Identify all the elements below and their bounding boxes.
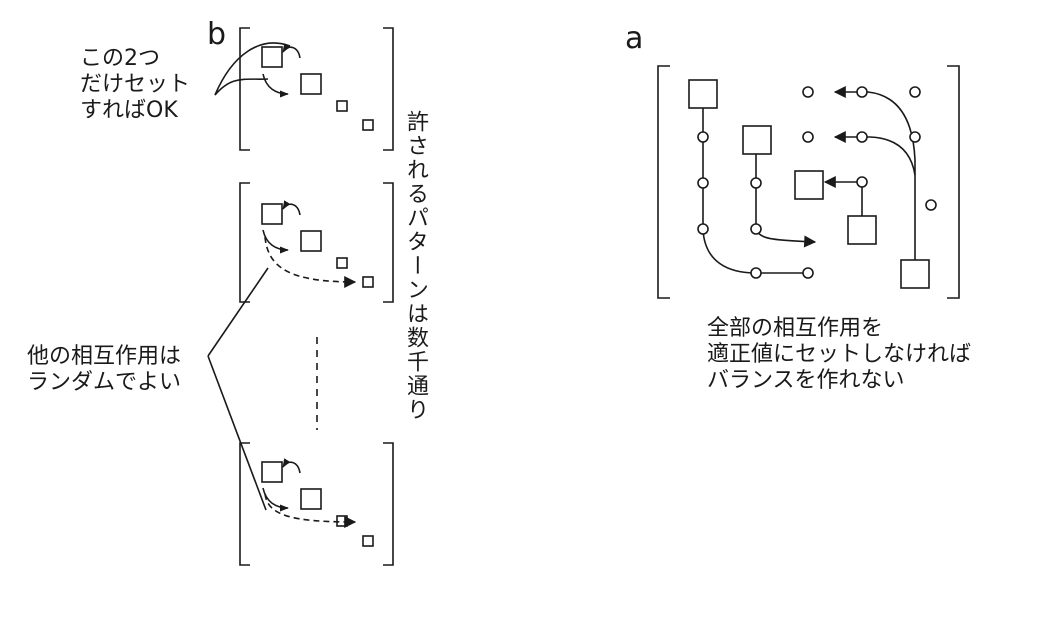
bracket-right — [383, 182, 394, 303]
circle — [925, 199, 937, 211]
circle — [750, 177, 762, 189]
circle — [856, 86, 868, 98]
random-note-line-2: ランダムでよい — [27, 370, 182, 395]
set-two-note-line-1: この2つ — [80, 46, 160, 71]
random-note-line-1: 他の相互作用は — [27, 344, 182, 369]
panel-a-caption-line-1: 全部の相互作用を — [707, 316, 884, 341]
diagonal-square-3 — [336, 100, 348, 112]
diagonal-square-3 — [336, 257, 348, 269]
diagonal-square-1 — [261, 461, 283, 483]
matrix-b-1 — [239, 27, 394, 151]
bracket-left — [239, 182, 250, 303]
panel-a-caption-line-3: バランスを作れない — [707, 368, 905, 393]
allowed-patterns-vertical-label: 許されるパターンは数千通り — [403, 110, 428, 422]
circle — [750, 267, 762, 279]
leader-line-upper — [214, 42, 291, 96]
circle — [802, 131, 814, 143]
random-leader-lines — [207, 267, 269, 511]
diagonal-square-1 — [261, 203, 283, 225]
diagonal-square-2 — [300, 73, 322, 95]
panel-b-letter: b — [207, 17, 227, 52]
circle — [802, 267, 814, 279]
panel-a-caption-line-2: 適正値にセットしなければ — [707, 342, 972, 367]
interaction-arrow-down — [262, 73, 289, 98]
bracket-right — [383, 442, 394, 566]
diagonal-square-4 — [362, 119, 374, 131]
set-two-leader-lines — [214, 42, 291, 96]
diagonal-square-2 — [300, 230, 322, 252]
diagonal-square-2 — [300, 488, 322, 510]
random-interaction-dashed-arrow — [264, 236, 357, 288]
circle — [697, 131, 709, 143]
circle — [909, 131, 921, 143]
interaction-curve-middle — [833, 131, 916, 176]
bracket-right — [947, 65, 960, 299]
bracket-left — [239, 442, 250, 566]
random-interaction-dashed-arrow — [264, 493, 357, 528]
matrix-b-2 — [239, 182, 394, 303]
set-two-note: この2つ だけセット すればOK — [80, 46, 190, 124]
circle — [802, 86, 814, 98]
bracket-left — [239, 27, 250, 151]
circle — [750, 223, 762, 235]
panel-a-letter: a — [625, 21, 644, 56]
leader-line-to-matrix-2 — [207, 267, 269, 357]
leader-line-lower — [214, 78, 269, 96]
bracket-right — [383, 27, 394, 151]
diagonal-square-1 — [261, 46, 283, 68]
interaction-curve-top — [833, 86, 916, 260]
diagonal-square-3 — [794, 170, 824, 200]
random-note: 他の相互作用は ランダムでよい — [27, 344, 181, 396]
interaction-arrow-down — [262, 229, 289, 254]
bracket-left — [657, 65, 670, 299]
diagonal-square-5 — [900, 259, 930, 289]
panel-a-caption: 全部の相互作用を 適正値にセットしなければ バランスを作れない — [707, 316, 971, 394]
circle — [856, 176, 868, 188]
interaction-arrow-up — [282, 200, 301, 216]
matrix-a — [657, 65, 960, 299]
circle — [909, 86, 921, 98]
diagonal-square-1 — [688, 79, 718, 109]
leader-line-to-matrix-3 — [207, 355, 267, 511]
set-two-note-line-3: すればOK — [80, 98, 178, 123]
diagonal-square-4 — [362, 276, 374, 288]
interaction-arrow-up — [282, 458, 301, 474]
matrix-b-3 — [239, 442, 394, 566]
interaction-arrow-down — [262, 487, 289, 512]
interaction-circles — [697, 86, 937, 279]
diagonal-square-2 — [742, 125, 772, 155]
set-two-note-line-2: だけセット — [80, 72, 191, 97]
circle — [697, 223, 709, 235]
diagonal-square-4 — [847, 215, 877, 245]
diagonal-square-3 — [336, 515, 348, 527]
circle — [856, 131, 868, 143]
diagonal-square-4 — [362, 535, 374, 547]
interaction-arrow-up — [282, 43, 301, 59]
interaction-path-col2 — [755, 154, 817, 248]
circle — [697, 177, 709, 189]
